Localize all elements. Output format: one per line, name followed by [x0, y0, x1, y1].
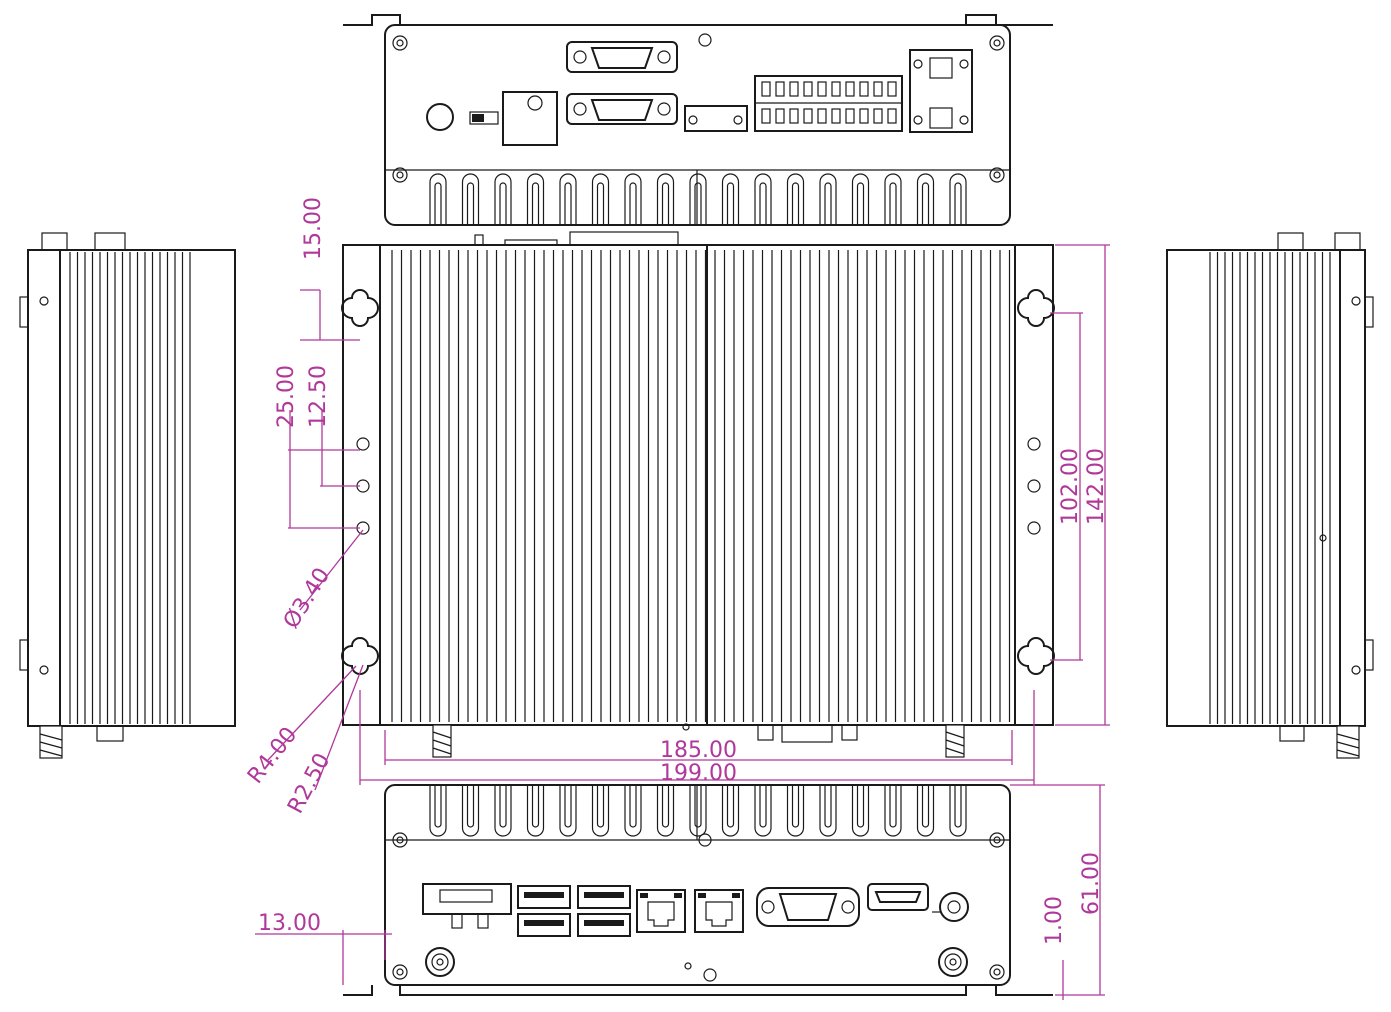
top-heatsink-fins — [391, 245, 1011, 725]
usb-port-icon — [577, 913, 631, 937]
front-connectors — [422, 883, 969, 977]
rear-panel-view — [343, 14, 1053, 226]
dimension-lines — [255, 244, 1110, 1000]
dim-hole-spacing-inner: 12.50 — [306, 365, 331, 428]
lan-port-icon — [636, 889, 686, 933]
dim-slot-radius-inner: R2.50 — [283, 749, 335, 817]
rear-screw-holes — [392, 33, 1005, 183]
com-port-icon — [566, 93, 678, 125]
antenna-connector-icon — [945, 724, 965, 758]
keyhole-slot — [341, 288, 1055, 675]
com-port-icon — [566, 41, 678, 73]
power-button-icon — [426, 103, 454, 131]
usb-port-icon — [577, 885, 631, 909]
right-side-view — [1166, 232, 1374, 759]
rear-heatsink-fins — [385, 169, 1010, 225]
dim-bracket-thickness: 1.00 — [1042, 896, 1067, 945]
toggle-switch-icon — [469, 111, 499, 125]
usb-port-icon — [517, 913, 571, 937]
terminal-block-icon — [684, 105, 748, 132]
lan-port-icon — [694, 889, 744, 933]
dim-overall-width: 199.00 — [660, 761, 737, 786]
antenna-connector-icon — [425, 947, 455, 977]
dim-hole-diameter: Ø3.40 — [279, 564, 335, 633]
left-side-view — [19, 232, 236, 759]
dim-inner-width: 185.00 — [660, 738, 737, 763]
vga-port-icon — [756, 887, 860, 927]
dim-mount-slot-height: 15.00 — [301, 197, 326, 260]
dim-hole-spacing-outer: 25.00 — [274, 365, 299, 428]
front-heatsink-fins — [385, 785, 1010, 841]
usb-port-icon — [517, 885, 571, 909]
dimension-labels: 15.00 25.00 12.50 Ø3.40 R4.00 R2.50 185.… — [243, 197, 1109, 945]
right-side-fins — [1209, 252, 1331, 724]
antenna-connector-icon — [432, 724, 452, 758]
dim-overall-height: 61.00 — [1079, 852, 1104, 915]
dim-slot-radius-outer: R4.00 — [243, 723, 302, 789]
antenna-connector-icon — [938, 947, 968, 977]
top-view — [341, 231, 1055, 758]
left-side-fins — [69, 252, 191, 724]
power-jack-icon — [502, 91, 558, 146]
dim-hole-pitch-vertical: 102.00 — [1058, 448, 1083, 525]
front-screw-holes — [392, 832, 1005, 982]
dc-terminal-icon — [909, 49, 973, 133]
rear-connectors — [426, 41, 973, 146]
audio-jack-icon — [932, 892, 969, 922]
gpio-terminal-icon — [754, 75, 903, 132]
dim-bracket-offset: 13.00 — [258, 911, 321, 936]
power-terminal-icon — [422, 883, 512, 929]
mounting-holes — [356, 437, 1041, 731]
front-panel-view — [343, 784, 1053, 996]
hdmi-port-icon — [867, 883, 929, 911]
dim-overall-depth: 142.00 — [1084, 448, 1109, 525]
